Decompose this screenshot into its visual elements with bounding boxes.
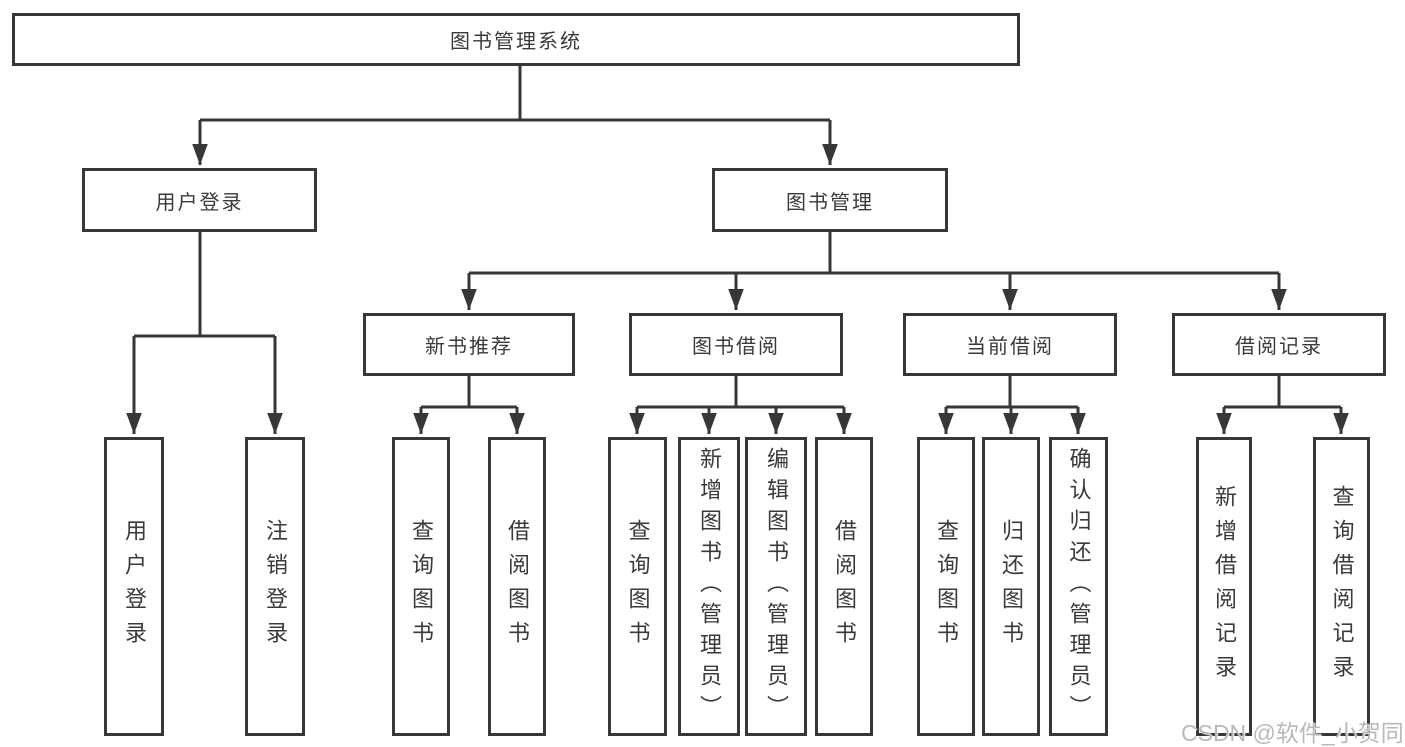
leaf-label: 编辑图书（管理员） <box>764 447 789 726</box>
leaf-label: 归还图书 <box>999 518 1024 655</box>
leaf-query-books-recommend: 查询图书 <box>392 437 450 736</box>
leaf-label: 借阅图书 <box>832 518 857 655</box>
leaf-return-book: 归还图书 <box>982 437 1040 736</box>
node-label: 当前借阅 <box>966 336 1054 358</box>
leaf-label: 新增借阅记录 <box>1212 484 1237 689</box>
watermark: CSDN @软件_小贺同学 <box>1181 720 1405 746</box>
leaf-label: 确认归还（管理员） <box>1066 447 1092 726</box>
leaf-label: 查询图书 <box>625 518 651 655</box>
node-label: 借阅记录 <box>1235 336 1323 358</box>
leaf-borrow-books-recommend: 借阅图书 <box>488 437 546 736</box>
node-user-login: 用户登录 <box>82 168 317 232</box>
node-new-book-recommend: 新书推荐 <box>363 313 575 376</box>
node-current-borrowing: 当前借阅 <box>903 313 1117 376</box>
node-library-management-system: 图书管理系统 <box>12 13 1020 66</box>
leaf-label: 新增图书（管理员） <box>697 447 722 726</box>
leaf-add-book-admin: 新增图书（管理员） <box>678 437 740 736</box>
leaf-confirm-return-admin: 确认归还（管理员） <box>1049 437 1108 736</box>
leaf-edit-book-admin: 编辑图书（管理员） <box>745 437 807 736</box>
node-borrowing-records: 借阅记录 <box>1172 313 1386 376</box>
node-label: 新书推荐 <box>425 336 513 358</box>
node-book-management: 图书管理 <box>712 168 948 232</box>
node-label: 图书借阅 <box>692 336 780 358</box>
leaf-query-books-borrowing: 查询图书 <box>608 437 667 736</box>
leaf-user-login: 用户登录 <box>104 437 164 736</box>
node-label: 图书管理 <box>786 191 874 214</box>
leaf-label: 查询图书 <box>934 518 959 655</box>
leaf-label: 查询借阅记录 <box>1329 484 1355 689</box>
leaf-label: 注销登录 <box>263 518 288 655</box>
leaf-label: 查询图书 <box>409 518 434 655</box>
leaf-add-borrow-record: 新增借阅记录 <box>1196 437 1252 736</box>
leaf-label: 借阅图书 <box>505 518 530 655</box>
leaf-borrow-books: 借阅图书 <box>815 437 873 736</box>
leaf-query-borrow-record: 查询借阅记录 <box>1313 437 1370 736</box>
node-label: 用户登录 <box>155 191 244 214</box>
leaf-label: 用户登录 <box>122 518 147 655</box>
node-book-borrowing: 图书借阅 <box>629 313 843 376</box>
node-label: 图书管理系统 <box>450 31 582 53</box>
leaf-query-books-current: 查询图书 <box>917 437 975 736</box>
leaf-logout: 注销登录 <box>245 437 305 736</box>
